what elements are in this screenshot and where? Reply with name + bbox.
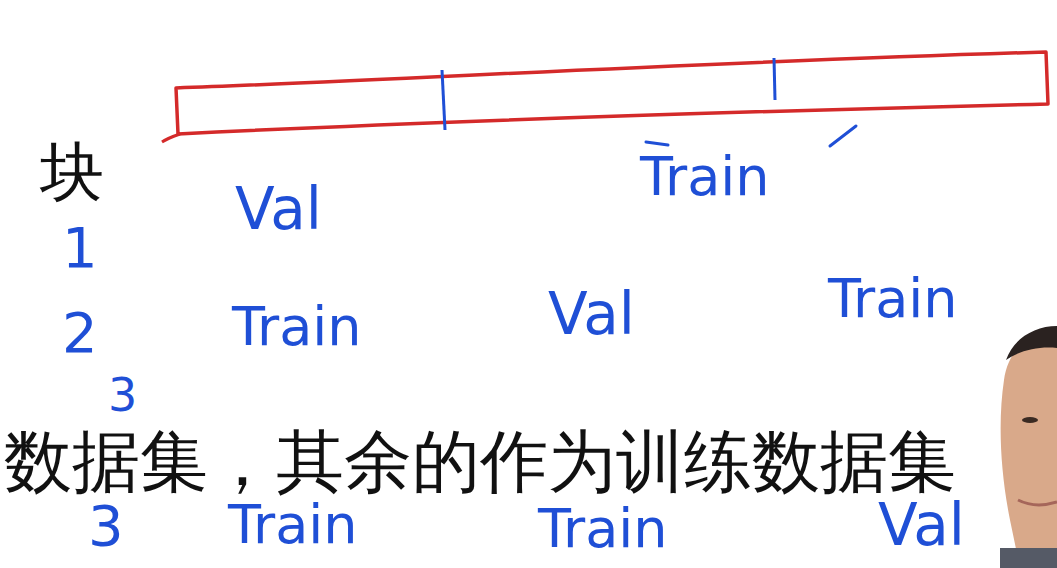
fold-label: Train [228,498,358,552]
presenter-face [1000,326,1057,568]
divider [774,58,775,100]
divider [442,70,445,130]
row-number: 2 [62,305,98,361]
data-bar [176,52,1048,134]
fragment-text: 块 [40,140,104,204]
row-number: 3 [108,372,137,418]
slide-text: 数据集，其余的作为训练数据集 [4,428,956,496]
fold-label: Train [640,150,770,204]
row-number: 1 [62,220,98,276]
tick-mark [830,126,856,146]
tick-mark [646,142,668,145]
fold-label: Val [235,180,322,238]
fold-label: Train [232,300,362,354]
fold-label: Val [878,496,965,554]
fold-label: Train [538,502,668,556]
fold-label: Train [828,272,958,326]
fold-label: Val [548,285,635,343]
bar-stroke [162,134,180,142]
row-number: 3 [88,498,124,554]
